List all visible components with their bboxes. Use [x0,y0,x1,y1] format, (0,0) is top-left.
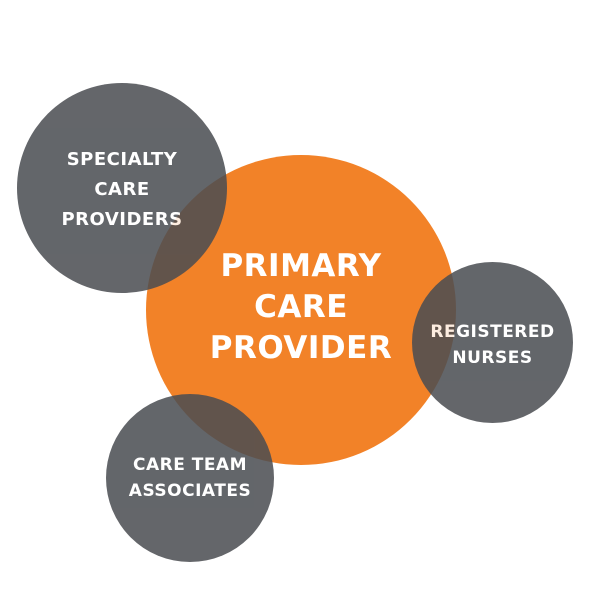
registered-nurses-label: REGISTERED NURSES [430,321,555,368]
specialty-care-providers-circle: SPECIALTY CARE PROVIDERS [17,83,227,293]
specialty-care-providers-label: SPECIALTY CARE PROVIDERS [61,149,183,230]
care-team-associates-circle: CARE TEAM ASSOCIATES [106,394,274,562]
primary-care-provider-label: PRIMARY CARE PROVIDER [209,247,393,366]
registered-nurses-circle: REGISTERED NURSES [412,262,573,423]
care-team-associates-label: CARE TEAM ASSOCIATES [128,455,252,501]
